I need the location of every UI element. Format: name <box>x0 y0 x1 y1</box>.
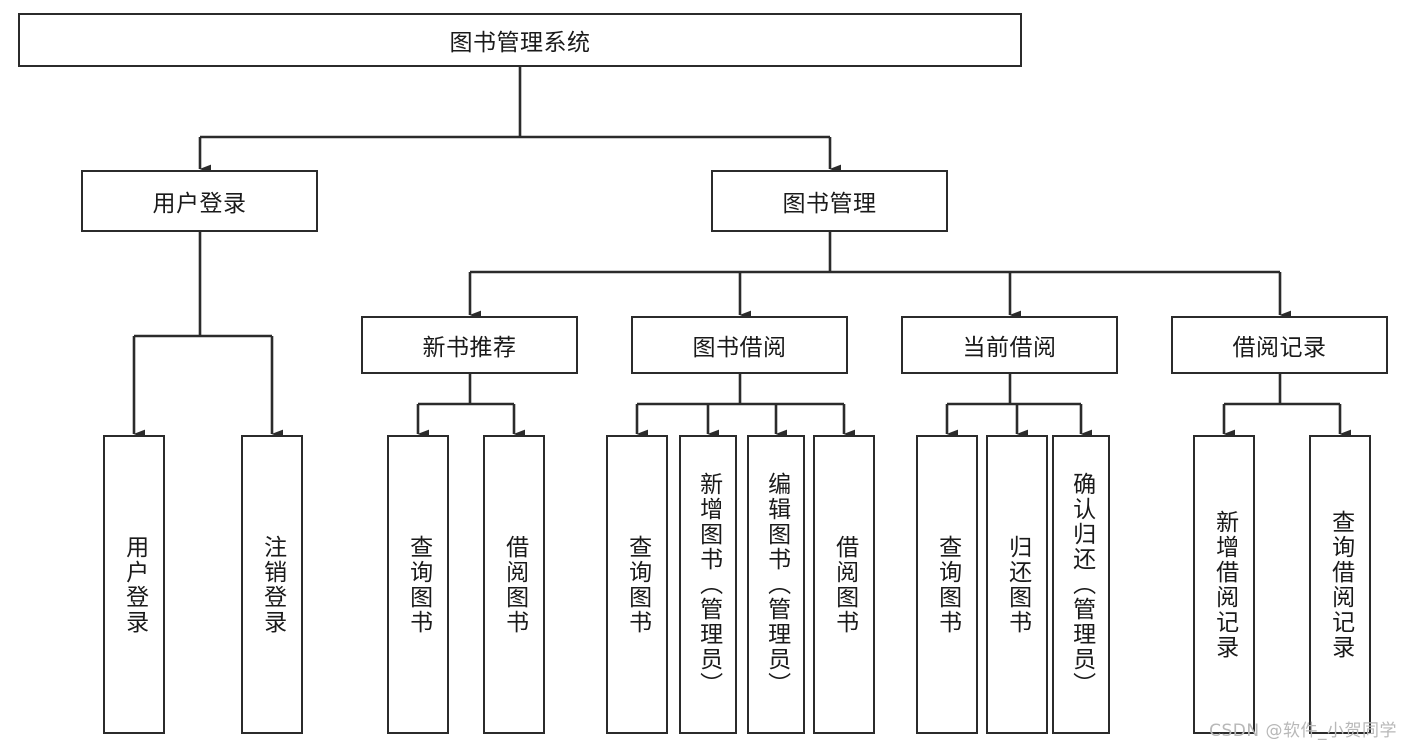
node-l3_0[interactable]: 新书推荐 <box>361 316 578 374</box>
node-label: 用户登录 <box>152 191 247 217</box>
node-label: 新书推荐 <box>422 335 517 361</box>
node-label: 注销登录 <box>259 534 286 635</box>
node-l4_1[interactable]: 注销登录 <box>241 435 303 734</box>
node-label: 编辑图书（管理员） <box>763 472 790 697</box>
node-label: 图书管理 <box>782 191 877 217</box>
node-label: 借阅图书 <box>831 534 858 635</box>
node-label: 归还图书 <box>1004 534 1031 635</box>
node-l3_1[interactable]: 图书借阅 <box>631 316 848 374</box>
node-l4_7[interactable]: 借阅图书 <box>813 435 875 734</box>
node-label: 借阅图书 <box>501 534 528 635</box>
node-label: 查询图书 <box>624 534 651 635</box>
node-l4_8[interactable]: 查询图书 <box>916 435 978 734</box>
node-l3_3[interactable]: 借阅记录 <box>1171 316 1388 374</box>
node-l4_0[interactable]: 用户登录 <box>103 435 165 734</box>
node-root[interactable]: 图书管理系统 <box>18 13 1022 67</box>
node-l2_0[interactable]: 用户登录 <box>81 170 318 232</box>
node-l4_4[interactable]: 查询图书 <box>606 435 668 734</box>
node-label: 查询借阅记录 <box>1327 509 1354 660</box>
node-l4_2[interactable]: 查询图书 <box>387 435 449 734</box>
node-label: 图书管理系统 <box>449 30 591 56</box>
node-l4_5[interactable]: 新增图书（管理员） <box>679 435 737 734</box>
node-l4_12[interactable]: 查询借阅记录 <box>1309 435 1371 734</box>
node-label: 新增借阅记录 <box>1211 509 1238 660</box>
watermark-label: CSDN @软件_小贺同学 <box>1209 721 1397 741</box>
node-label: 当前借阅 <box>962 335 1057 361</box>
node-l4_3[interactable]: 借阅图书 <box>483 435 545 734</box>
node-l4_10[interactable]: 确认归还（管理员） <box>1052 435 1110 734</box>
node-label: 图书借阅 <box>692 335 787 361</box>
node-l4_9[interactable]: 归还图书 <box>986 435 1048 734</box>
node-label: 借阅记录 <box>1232 335 1327 361</box>
node-l4_11[interactable]: 新增借阅记录 <box>1193 435 1255 734</box>
node-l3_2[interactable]: 当前借阅 <box>901 316 1118 374</box>
node-l4_6[interactable]: 编辑图书（管理员） <box>747 435 805 734</box>
node-l2_1[interactable]: 图书管理 <box>711 170 948 232</box>
node-label: 查询图书 <box>405 534 432 635</box>
node-label: 确认归还（管理员） <box>1068 472 1095 697</box>
node-label: 用户登录 <box>121 534 148 635</box>
node-label: 新增图书（管理员） <box>695 472 722 697</box>
node-label: 查询图书 <box>934 534 961 635</box>
